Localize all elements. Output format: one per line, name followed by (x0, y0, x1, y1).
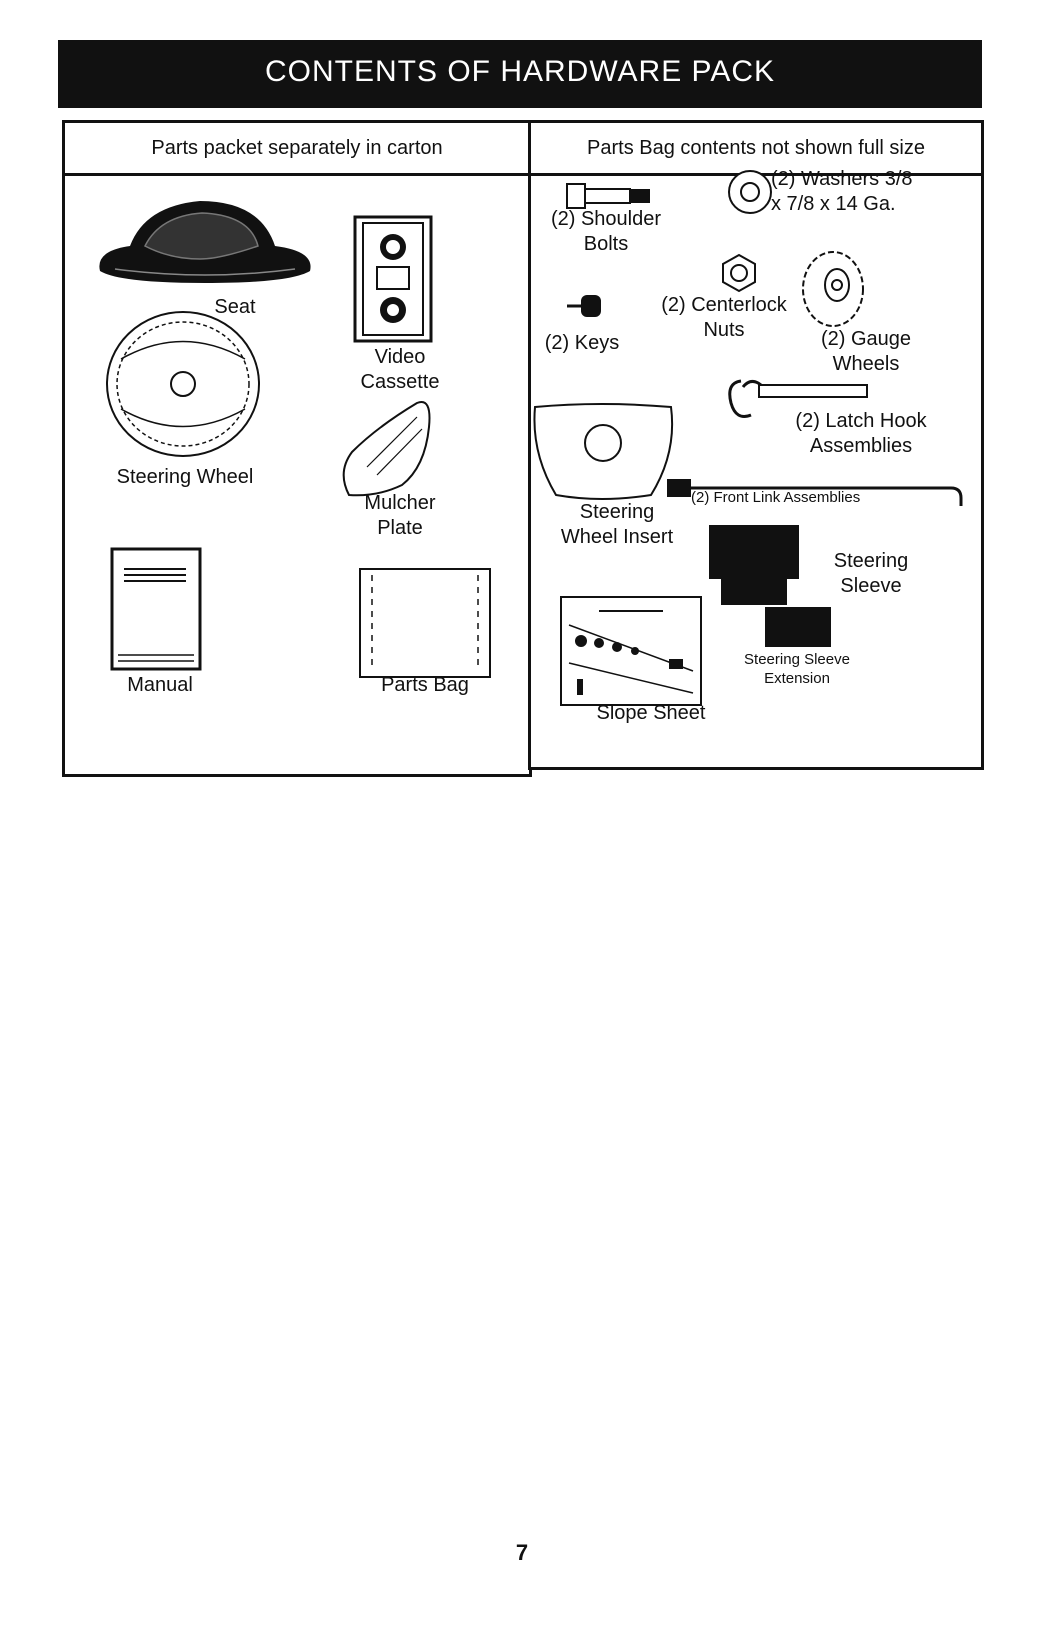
page-number: 7 (515, 1540, 529, 1565)
gauge-wheel-icon (802, 251, 864, 327)
steering-wheel-insert-icon (533, 403, 674, 500)
right-panel: Parts Bag contents not shown full size (… (528, 120, 984, 770)
seat-icon (99, 201, 311, 283)
keys-label: (2) Keys (544, 332, 620, 354)
parts-bag-label: Parts Bag (381, 674, 469, 696)
seat-label: Seat (214, 296, 256, 318)
latch-hook-label: (2) Latch Hook Assemblies (795, 410, 927, 457)
slope-sheet-icon (560, 596, 702, 706)
front-link-label: (2) Front Link Assemblies (691, 489, 861, 506)
steering-sleeve-label: Steering Sleeve (833, 550, 909, 597)
shoulder-bolt-icon (566, 183, 650, 209)
steering-wheel-icon (106, 311, 260, 457)
centerlock-nut-icon (722, 253, 756, 293)
mulcher-plate-icon (342, 401, 431, 497)
manual-icon (110, 547, 202, 671)
video-cassette-label: Video Cassette (360, 346, 440, 393)
key-icon (567, 295, 601, 317)
steering-sleeve-extension-icon (765, 607, 831, 647)
shoulder-bolts-label: (2) Shoulder Bolts (550, 208, 662, 255)
steering-sleeve-icon (709, 525, 799, 605)
video-cassette-icon (353, 215, 433, 343)
steering-wheel-insert-label: Steering Wheel Insert (560, 501, 674, 548)
left-panel: Parts packet separately in carton Seat V… (62, 120, 532, 777)
slope-sheet-label: Slope Sheet (596, 702, 706, 724)
page-title: CONTENTS OF HARDWARE PACK (58, 40, 982, 108)
manual-label: Manual (127, 674, 193, 696)
mulcher-plate-label: Mulcher Plate (364, 492, 436, 539)
washers-label: (2) Washers 3/8 x 7/8 x 14 Ga. (771, 168, 913, 215)
steering-wheel-label: Steering Wheel (116, 466, 254, 488)
left-panel-header: Parts packet separately in carton (65, 123, 529, 176)
sleeve-extension-label: Steering Sleeve Extension (744, 651, 850, 687)
latch-hook-icon (728, 379, 868, 418)
washer-icon (728, 170, 772, 214)
gauge-wheels-label: (2) Gauge Wheels (820, 328, 912, 375)
centerlock-nuts-label: (2) Centerlock Nuts (661, 294, 787, 341)
front-link-icon (667, 479, 963, 506)
parts-bag-icon (359, 568, 491, 678)
